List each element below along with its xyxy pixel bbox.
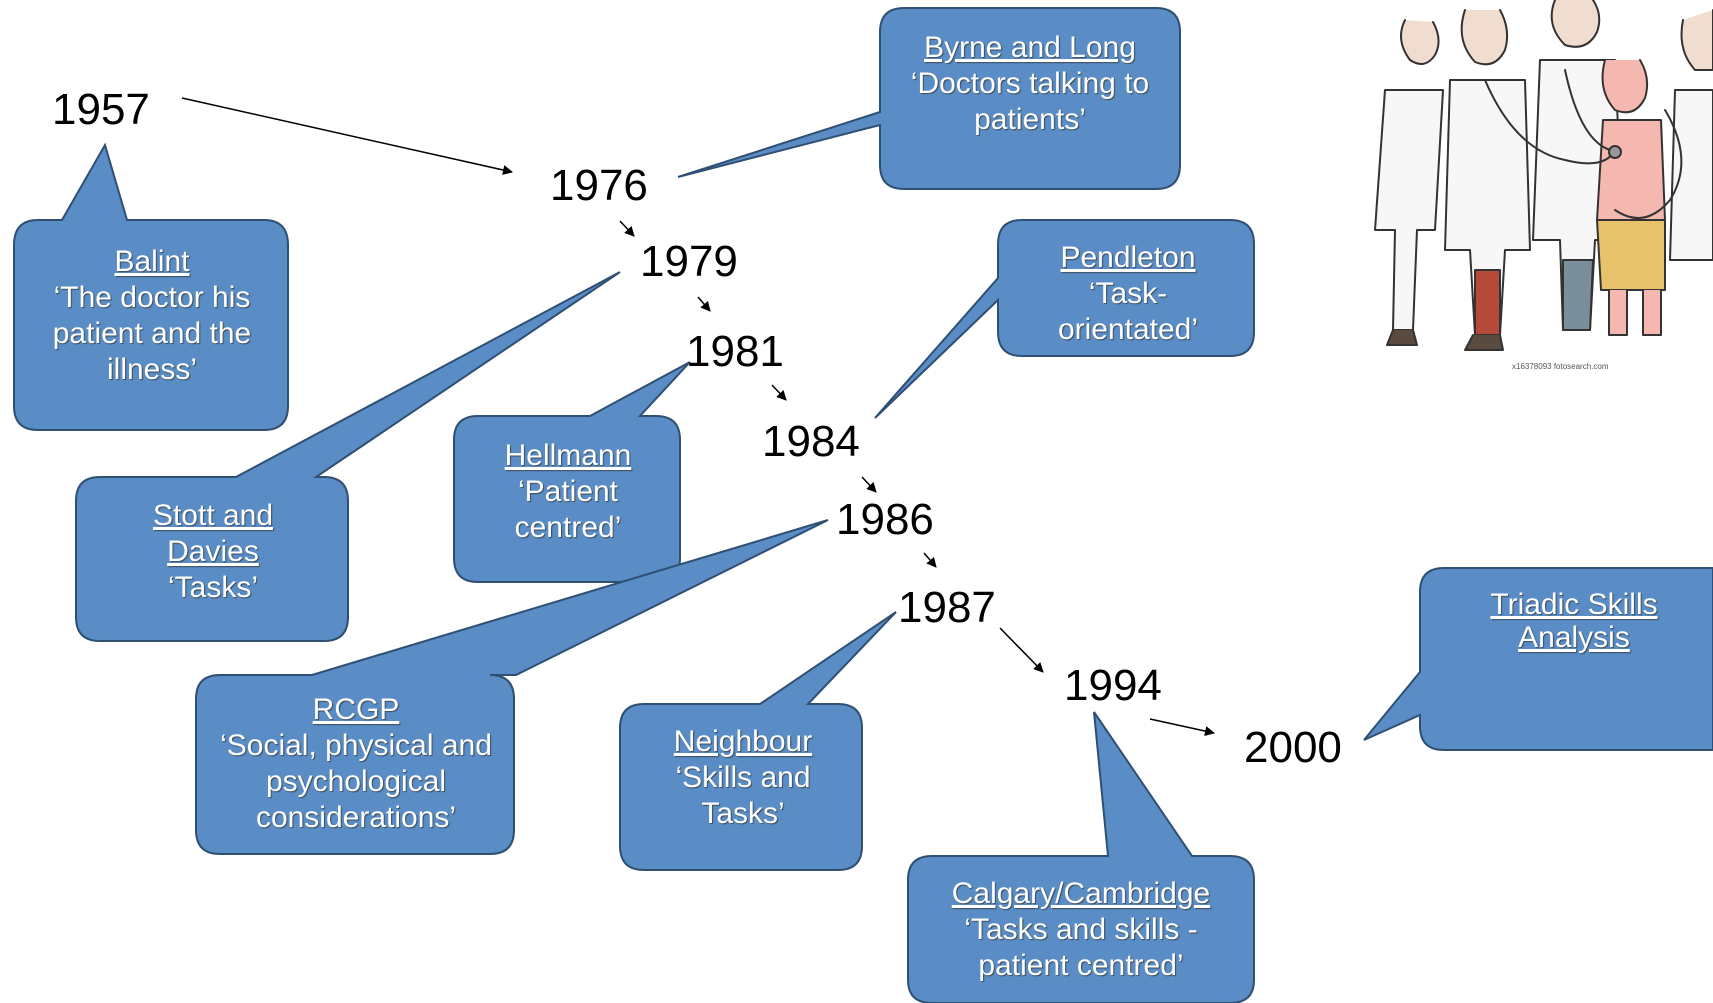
callout-quote: ‘Patient centred’ <box>514 475 622 544</box>
callout-balint-shape <box>13 142 289 431</box>
callout-title: Neighbour <box>673 725 813 758</box>
year-label: 1984 <box>762 417 860 466</box>
year-label: 1979 <box>640 237 738 286</box>
year-label: 1981 <box>686 327 784 376</box>
arrow-1957-1976 <box>181 97 513 175</box>
year-label: 1994 <box>1064 661 1162 710</box>
callout-hellmann: Hellmann ‘Patient centred’ <box>474 438 662 546</box>
callout-quote: ‘Doctors talking to patients’ <box>910 67 1150 136</box>
arrow-1987-1994 <box>999 627 1044 673</box>
callout-balint: Balint ‘The doctor his patient and the i… <box>30 244 274 388</box>
image-caption: x16378093 fotosearch.com <box>1512 362 1609 371</box>
arrow-1986-1987 <box>923 552 937 568</box>
callout-quote: ‘The doctor his patient and the illness’ <box>52 281 252 386</box>
callout-byrne-shape <box>677 7 1181 190</box>
callout-quote: ‘Task-orientated’ <box>1057 277 1199 346</box>
doctors-cartoon-image <box>1374 0 1713 351</box>
callout-rcgp-shape <box>195 519 829 855</box>
callout-title: Triadic Skills Analysis <box>1490 588 1658 654</box>
callout-neighbour-shape <box>619 611 897 871</box>
callout-pendleton-shape <box>874 219 1255 419</box>
callout-title: Balint <box>114 245 190 278</box>
callout-calgary: Calgary/Cambridge ‘Tasks and skills - pa… <box>920 876 1242 984</box>
arrow-1984-1986 <box>861 476 877 493</box>
callout-rcgp: RCGP ‘Social, physical and psychological… <box>212 692 500 836</box>
callout-stott-shape <box>75 271 621 642</box>
callout-triadic: Triadic Skills Analysis <box>1470 588 1678 654</box>
year-label: 2000 <box>1244 723 1342 772</box>
arrow-1979-1981 <box>697 296 711 312</box>
callout-byrne: Byrne and Long ‘Doctors talking to patie… <box>902 30 1158 138</box>
callout-triadic-shape <box>1363 567 1713 751</box>
callout-title: Calgary/Cambridge <box>951 877 1211 910</box>
callout-quote: ‘Tasks and skills - patient centred’ <box>964 913 1198 982</box>
callout-quote: ‘Skills and Tasks’ <box>675 761 811 830</box>
year-label: 1987 <box>898 583 996 632</box>
callout-stott: Stott and Davies ‘Tasks’ <box>130 498 296 606</box>
callout-title: RCGP <box>312 693 400 726</box>
arrow-1981-1984 <box>771 384 787 401</box>
callout-title: Stott and Davies <box>152 499 274 568</box>
callout-quote: ‘Social, physical and psychological cons… <box>220 729 492 834</box>
year-label: 1957 <box>52 85 150 134</box>
year-label: 1976 <box>550 161 648 210</box>
arrow-1976-1979 <box>619 220 635 237</box>
callout-neighbour: Neighbour ‘Skills and Tasks’ <box>650 724 836 832</box>
callout-quote: ‘Tasks’ <box>167 571 258 604</box>
arrow-1994-2000 <box>1149 718 1215 736</box>
callout-title: Hellmann <box>504 439 632 472</box>
callout-title: Pendleton <box>1060 241 1196 274</box>
callout-pendleton: Pendleton ‘Task-orientated’ <box>1046 240 1210 348</box>
year-label: 1986 <box>836 495 934 544</box>
callout-title: Byrne and Long <box>924 31 1136 64</box>
